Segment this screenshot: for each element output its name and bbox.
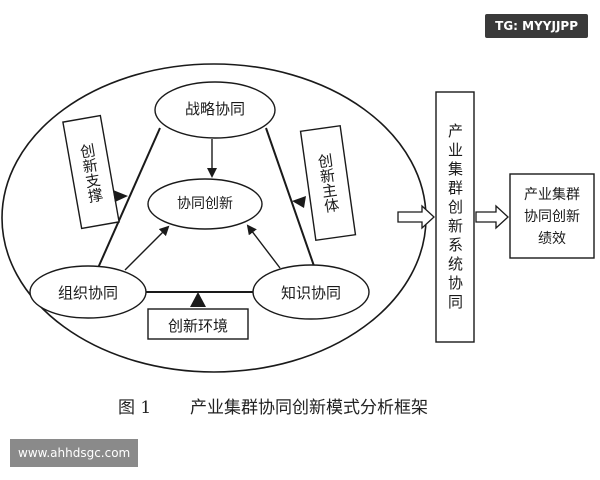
support-box bbox=[62, 114, 120, 230]
watermark-bottom: www.ahhdsgc.com bbox=[10, 439, 139, 467]
performance-label-line2: 协同创新 bbox=[524, 209, 580, 225]
organization-ellipse bbox=[29, 265, 147, 319]
figure-caption: 图 1 产业集群协同创新模式分析框架 bbox=[118, 393, 508, 418]
center-label: 协同创新 bbox=[177, 196, 233, 212]
edge-strategic-knowledge bbox=[265, 127, 315, 267]
knowledge-label: 知识协同 bbox=[280, 284, 341, 302]
performance-box bbox=[509, 173, 595, 259]
environment-label: 创新环境 bbox=[167, 317, 228, 335]
performance-label-line1: 产业集群 bbox=[524, 187, 580, 203]
strategic-label: 战略协同 bbox=[184, 100, 245, 118]
arrow-organization-center bbox=[124, 225, 170, 271]
edge-strategic-organization bbox=[97, 127, 161, 269]
organization-label: 组织协同 bbox=[57, 284, 118, 302]
figure-title: 产业集群协同创新模式分析框架 bbox=[190, 398, 429, 418]
subject-box bbox=[299, 124, 357, 242]
strategic-ellipse bbox=[154, 81, 276, 139]
environment-box bbox=[147, 308, 249, 340]
system-label: 产业集群创新系统协同 bbox=[446, 123, 464, 313]
hollow-arrow-1 bbox=[397, 204, 435, 230]
figure-number: 图 1 bbox=[118, 398, 152, 418]
center-ellipse bbox=[147, 178, 263, 230]
hollow-arrow-2 bbox=[475, 204, 509, 230]
arrowhead-support bbox=[113, 190, 128, 202]
watermark-top: TG: MYYJJPP bbox=[485, 14, 588, 38]
arrow-knowledge-center bbox=[246, 224, 281, 269]
arrowhead-subject bbox=[292, 196, 306, 208]
system-box bbox=[435, 91, 475, 343]
knowledge-ellipse bbox=[252, 264, 370, 320]
arrowhead-environment bbox=[190, 292, 206, 307]
performance-label-line3: 绩效 bbox=[538, 231, 566, 247]
